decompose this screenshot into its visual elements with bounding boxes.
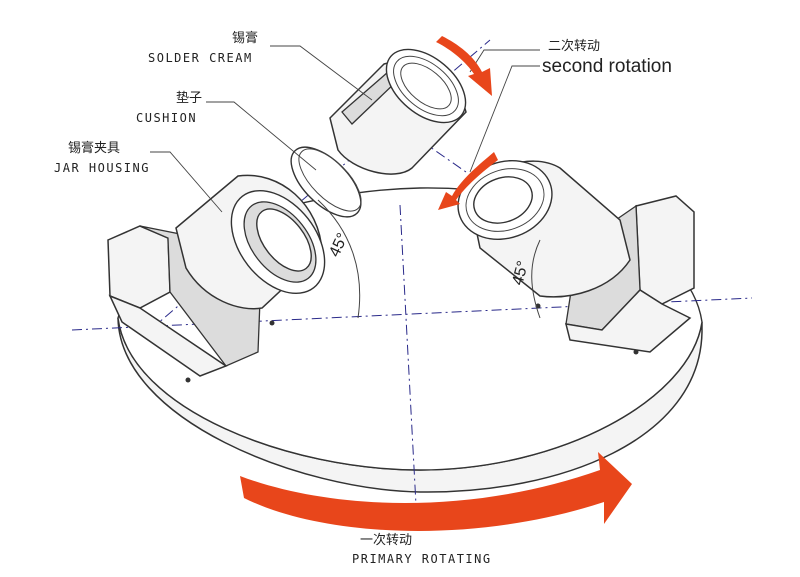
cushion-disk [290,146,362,218]
jar-housing-right [457,159,695,353]
jar-housing-label-en: JAR HOUSING [54,161,150,175]
solder-cream-jar [329,48,467,175]
primary-rotation-arrow [240,452,632,531]
cushion-label-en: CUSHION [136,111,197,125]
leader-lines [150,45,540,213]
angle-label-right: 45° [509,259,532,287]
solder-cream-label-cn: 锡膏 [232,30,258,46]
curved-arrow-down-icon [436,36,492,96]
second-rotation-label-cn: 二次转动 [548,38,600,54]
jar-housing-label-cn: 锡膏夹具 [68,140,120,156]
second-rotation-arrows [436,36,498,210]
curved-arrow-right-icon [240,452,632,531]
curved-arrow-down-icon [438,152,498,210]
solder-cream-label-en: SOLDER CREAM [148,51,253,65]
primary-rotating-label-en: PRIMARY ROTATING [352,552,492,566]
labels: 锡膏 SOLDER CREAM 垫子 CUSHION 锡膏夹具 JAR HOUS… [54,30,672,566]
jar-housing-left [107,174,326,377]
second-rotation-label-en: second rotation [542,56,672,77]
primary-rotating-label-cn: 一次转动 [360,532,412,548]
cushion-label-cn: 垫子 [176,90,202,106]
